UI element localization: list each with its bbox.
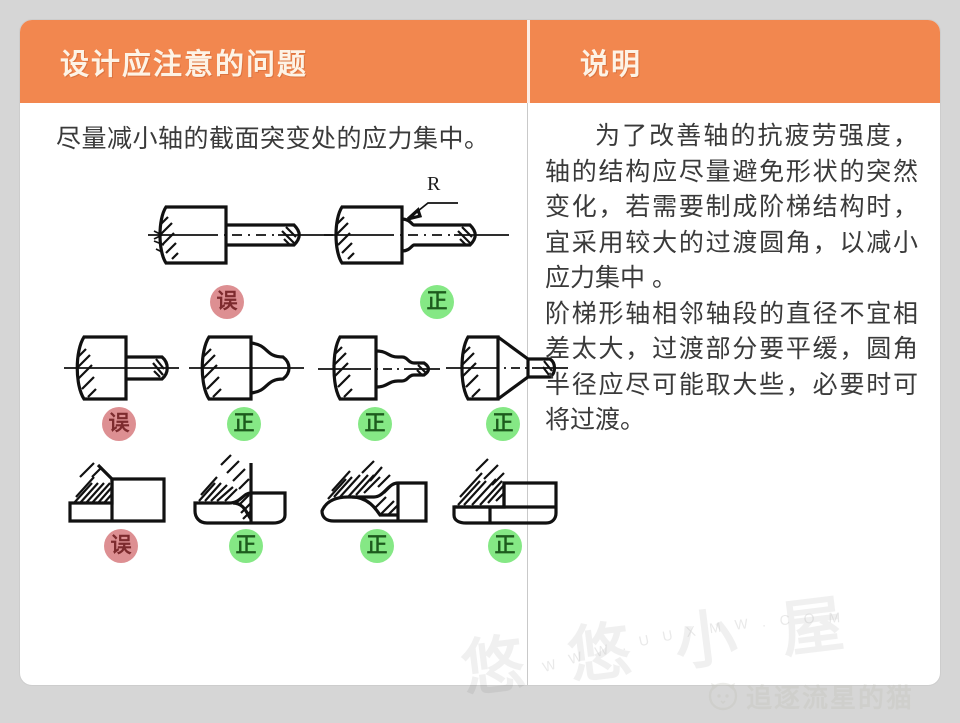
badge-error-2-1: 误	[102, 406, 136, 441]
figure-row-3: 误 正	[56, 453, 558, 573]
badge-correct-3-2: 正	[229, 528, 263, 563]
badge-correct-2-2: 正	[227, 406, 261, 441]
badge-correct-3-4: 正	[488, 528, 522, 563]
figure-2-2-large-fillet: 正	[189, 327, 309, 441]
figure-2-1-abrupt-step: 误	[64, 327, 184, 441]
cat-icon	[708, 682, 738, 710]
figure-3-2-fillet-corner: 正	[189, 453, 309, 563]
figure-row-1: 误 R	[56, 173, 509, 327]
figure-3-4-spacer-ring: 正	[446, 453, 571, 563]
corner-spacer-svg	[452, 457, 558, 525]
badge-correct-1-2: 正	[420, 284, 454, 319]
shaft-sharp-step-svg	[148, 204, 333, 265]
shaft-multi-step-svg	[318, 334, 440, 401]
shaft-cone-svg	[446, 334, 568, 401]
figure-2-3-multi-step: 正	[318, 327, 443, 441]
badge-label: 正	[426, 290, 448, 313]
badge-label: 正	[492, 412, 514, 435]
figure-2-4-cone-transition: 正	[446, 327, 571, 441]
badge-error-1-1: 误	[210, 284, 244, 319]
badge-label: 正	[233, 412, 255, 435]
header-right-title: 说明	[580, 48, 643, 81]
badge-label: 正	[364, 412, 386, 435]
left-lead-text: 尽量减小轴的截面突变处的应力集中。	[56, 125, 490, 153]
badge-label: 正	[494, 534, 516, 557]
badge-correct-2-4: 正	[486, 406, 520, 441]
corner-sharp-svg	[68, 461, 166, 523]
content-card: 设计应注意的问题 说明 尽量减小轴的截面突变处的应力集中。	[20, 20, 940, 685]
shaft-large-fillet-svg	[189, 334, 304, 401]
table-header: 设计应注意的问题 说明	[20, 20, 940, 103]
badge-correct-2-3: 正	[358, 406, 392, 441]
corner-fillet-svg	[193, 453, 287, 525]
corner-chamfer-svg	[320, 459, 428, 523]
figure-row-2: 误 正	[56, 327, 568, 449]
explanation-paragraph-1: 为了改善轴的抗疲劳强度，轴的结构应尽量避免形状的突然变化，若需要制成阶梯结构时，…	[545, 122, 918, 292]
figure-3-1-sharp-corner: 误	[64, 453, 184, 563]
explanation-paragraph-2: 阶梯形轴相邻轴段的直径不宜相差太大，过渡部分要平缓，圆角半径应尽可能取大些，必要…	[545, 299, 918, 435]
column-divider	[527, 103, 528, 685]
badge-label: 正	[235, 534, 257, 557]
header-divider	[527, 20, 530, 103]
header-left-title: 设计应注意的问题	[60, 48, 309, 81]
right-column: 为了改善轴的抗疲劳强度，轴的结构应尽量避免形状的突然变化，若需要制成阶梯结构时，…	[527, 103, 940, 685]
figure-1-2-fillet-shoulder: R 正	[324, 173, 514, 319]
figure-1-1-sharp-shoulder: 误	[148, 185, 338, 319]
badge-label: 误	[216, 290, 238, 313]
badge-correct-3-3: 正	[360, 528, 394, 563]
badge-label: 正	[366, 534, 388, 557]
shaft-abrupt-step-svg	[64, 334, 179, 401]
badge-label: 误	[110, 534, 132, 557]
badge-error-3-1: 误	[104, 528, 138, 563]
shaft-fillet-step-svg	[324, 201, 509, 265]
badge-label: 误	[108, 412, 130, 435]
figure-3-3-chamfer-fillet: 正	[318, 453, 443, 563]
table-body: 尽量减小轴的截面突变处的应力集中。	[20, 103, 940, 685]
annotation-radius-label: R	[427, 172, 441, 195]
left-column: 尽量减小轴的截面突变处的应力集中。	[20, 103, 568, 685]
